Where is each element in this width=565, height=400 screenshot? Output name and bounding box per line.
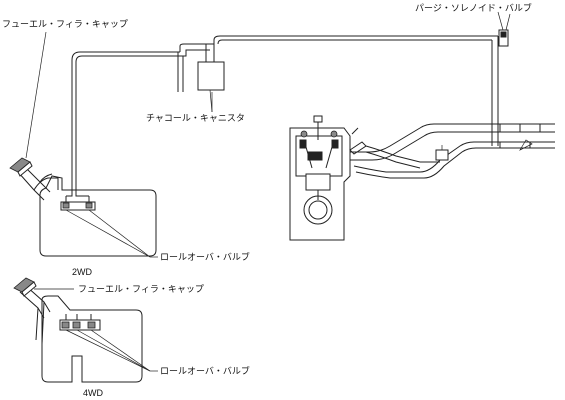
rollover-valves-2wd bbox=[60, 190, 96, 211]
caption-2wd: 2WD bbox=[72, 267, 93, 277]
label-fuel-filler-cap: フューエル・フィラ・キャップ bbox=[2, 19, 128, 30]
purge-to-intake-pipe bbox=[365, 138, 499, 169]
rollover-valves-4wd bbox=[59, 314, 101, 331]
label-charcoal-canister: チャコール・キャニスタ bbox=[146, 113, 245, 124]
fuel-filler-cap-2wd bbox=[9, 157, 33, 177]
label-purge-solenoid-valve: パージ・ソレノイド・バルブ bbox=[415, 2, 532, 14]
leader-lines bbox=[25, 11, 504, 372]
label-rollover-valve-4wd: ロールオーバ・バルブ bbox=[160, 365, 250, 377]
fuel-tank-4wd bbox=[41, 295, 143, 383]
vapor-tube-2wd bbox=[71, 43, 210, 190]
caption-4wd: 4WD bbox=[83, 388, 104, 398]
engine bbox=[289, 115, 367, 241]
purge-solenoid-valve bbox=[498, 13, 511, 47]
fuel-filler-cap-4wd bbox=[13, 277, 37, 297]
fuel-tank-2wd bbox=[39, 175, 157, 257]
label-rollover-valve-2wd: ロールオーバ・バルブ bbox=[160, 251, 250, 263]
filler-neck-4wd bbox=[19, 285, 51, 345]
charcoal-canister bbox=[197, 43, 225, 113]
intake-system bbox=[350, 123, 555, 179]
purge-line bbox=[213, 35, 499, 140]
label-fuel-filler-cap-4wd: フューエル・フィラ・キャップ bbox=[78, 284, 204, 295]
filler-neck-2wd bbox=[17, 165, 59, 201]
